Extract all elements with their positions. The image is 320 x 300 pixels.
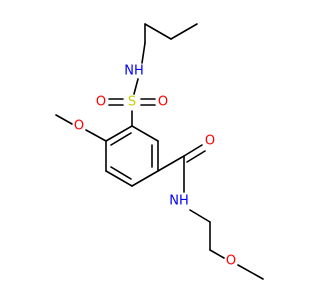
bond [209, 249, 225, 259]
bond [237, 264, 264, 280]
bond [189, 209, 211, 223]
bond [144, 23, 172, 40]
bond [85, 129, 107, 142]
bond [55, 114, 73, 125]
sulfur-label: S [128, 95, 136, 110]
molecule-diagram: NH S O O O O NH O [55, 23, 264, 280]
bond [133, 78, 139, 95]
bond [186, 150, 206, 163]
sulfonyl-oxygen-left-label: O [96, 95, 106, 110]
bond [110, 132, 132, 146]
bond [110, 166, 132, 180]
methoxy-oxygen-label: O [74, 119, 84, 134]
amide-nh-label: NH [169, 194, 189, 209]
bond [157, 155, 185, 172]
carbonyl-oxygen-label: O [205, 134, 215, 149]
bond [183, 144, 203, 157]
bond [131, 170, 159, 187]
sulfonamide-nh-label: NH [124, 64, 144, 79]
structure-canvas: NH S O O O O NH O [55, 23, 264, 280]
bond [105, 125, 133, 142]
bond [170, 23, 198, 40]
bond [141, 42, 146, 64]
bond [105, 170, 133, 187]
ether-oxygen-label: O [226, 254, 236, 269]
sulfonyl-oxygen-right-label: O [158, 95, 168, 110]
bond [131, 125, 159, 142]
